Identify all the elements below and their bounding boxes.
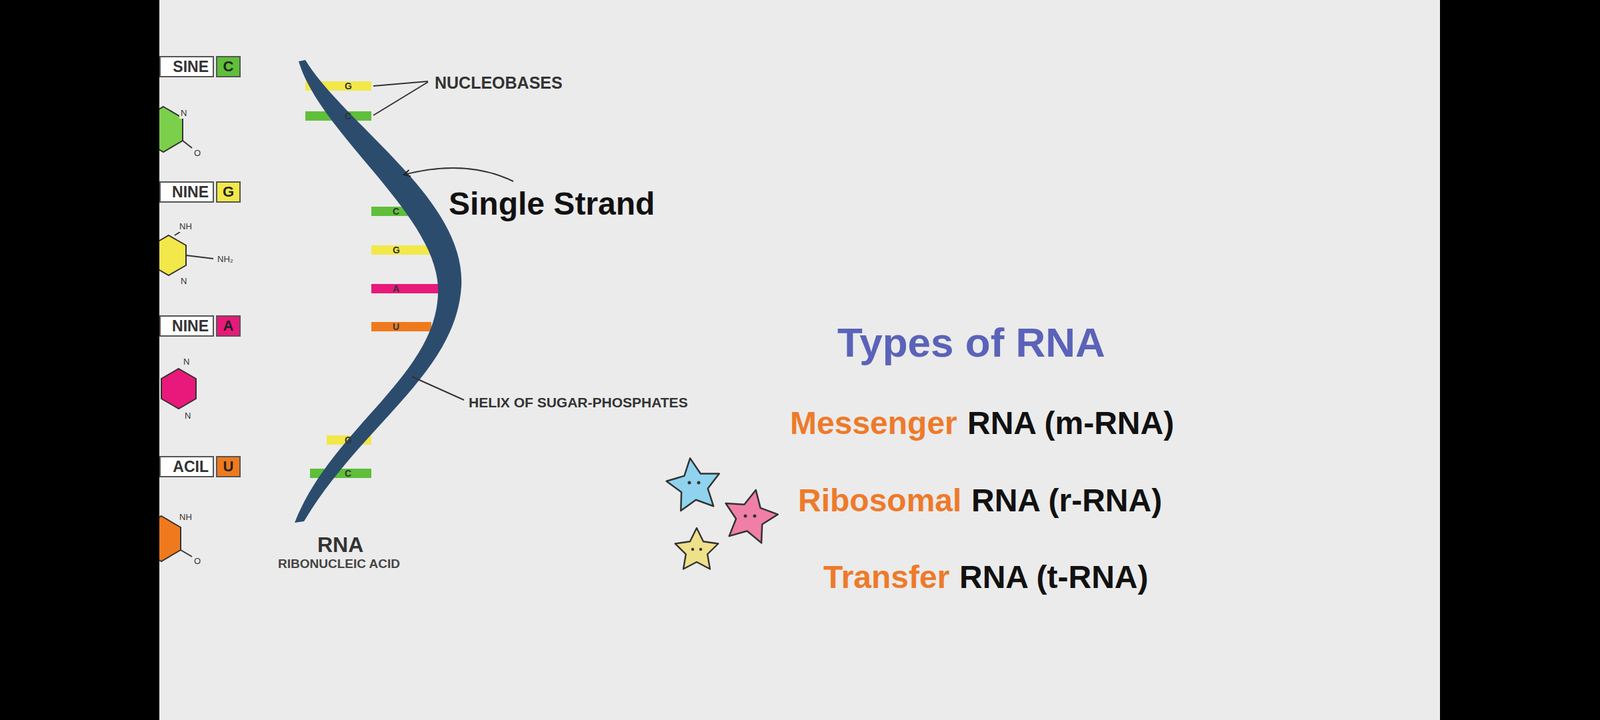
atom-label: NH	[178, 222, 194, 232]
rung-letter: C	[344, 468, 352, 479]
base-name-tag: ACIL	[159, 456, 214, 478]
rna-type-name: Ribosomal	[798, 482, 962, 519]
box-text: NINE	[172, 183, 209, 202]
side-bar	[0, 0, 160, 720]
rna-type-name: Messenger	[790, 404, 958, 442]
atom-label: O	[192, 556, 202, 567]
base-name-tag: SINE	[159, 56, 214, 78]
rung-letter: C	[392, 206, 400, 217]
base-letter-box: G	[216, 181, 241, 203]
figure-subname: RIBONUCLEIC ACID	[278, 556, 400, 572]
box-text: A	[223, 317, 234, 335]
rung-letter: G	[344, 434, 352, 446]
star-icons	[664, 454, 782, 570]
leader-lines	[373, 81, 514, 400]
base-letter-box: A	[216, 315, 241, 337]
rung-letter: A	[392, 283, 400, 294]
box-text: C	[223, 58, 234, 76]
side-bar	[1440, 0, 1600, 720]
atom-label: N	[179, 108, 188, 119]
rna-type-abbrev: RNA (m-RNA)	[967, 404, 1174, 442]
rna-type-abbrev: RNA (r-RNA)	[971, 482, 1162, 519]
diagram-title: Types of RNA	[837, 318, 1106, 366]
part-label: NUCLEOBASES	[434, 73, 563, 93]
base-letter-box: C	[216, 56, 241, 78]
box-text: SINE	[172, 58, 209, 76]
rung-letter: G	[344, 80, 352, 92]
rna-type-name: Transfer	[823, 558, 950, 596]
box-text: ACIL	[172, 458, 209, 476]
box-text: U	[223, 458, 234, 476]
atom-label: N	[179, 276, 188, 287]
box-text: NINE	[172, 317, 209, 336]
rung-letter: U	[392, 321, 400, 332]
atom-label: N	[182, 357, 191, 368]
helix-ribbon	[294, 60, 462, 523]
atom-label: O	[192, 148, 202, 159]
atom-label: NH	[178, 512, 194, 523]
rung-letter: G	[392, 244, 400, 256]
base-name-tag: NINE	[159, 315, 214, 337]
base-name-tag: NINE	[159, 181, 214, 203]
rna-type-abbrev: RNA (t-RNA)	[959, 558, 1148, 596]
rung-letter: C	[344, 110, 352, 122]
base-letter-box: U	[216, 456, 241, 478]
figure-name: RNA	[317, 532, 364, 558]
background	[159, 0, 1440, 720]
part-label: HELIX OF SUGAR-PHOSPHATES	[468, 394, 688, 411]
atom-label: N	[183, 411, 192, 422]
box-text: G	[222, 183, 234, 201]
atom-label: NH₂	[216, 254, 235, 265]
callout-label: Single Strand	[448, 185, 655, 222]
